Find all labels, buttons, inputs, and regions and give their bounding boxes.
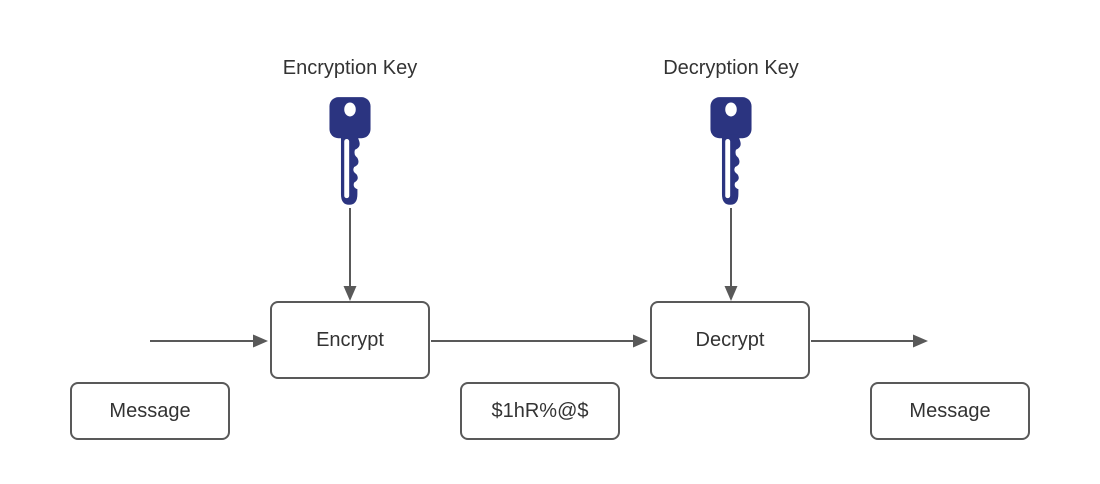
arrow-encrypt-to-decrypt (431, 334, 648, 348)
encrypt-box: Encrypt (270, 301, 430, 379)
message-input-box: Message (70, 382, 230, 440)
encrypt-box-label: Encrypt (316, 328, 384, 351)
decrypt-box: Decrypt (650, 301, 810, 379)
arrow-message-to-encrypt (150, 334, 268, 348)
arrow-decrypt-to-message (811, 334, 928, 348)
decryption-key-label: Decryption Key (663, 57, 799, 79)
message-input-label: Message (109, 399, 191, 422)
message-output-label: Message (909, 399, 991, 422)
decrypt-box-label: Decrypt (695, 328, 765, 351)
key-icon (329, 97, 371, 205)
encryption-key-label: Encryption Key (282, 57, 418, 79)
ciphertext-label: $1hR%@$ (491, 399, 589, 422)
arrow-key-to-encrypt (343, 208, 357, 301)
message-output-box: Message (870, 382, 1030, 440)
key-icon (710, 97, 752, 205)
ciphertext-box: $1hR%@$ (460, 382, 620, 440)
arrow-key-to-decrypt (724, 208, 738, 301)
